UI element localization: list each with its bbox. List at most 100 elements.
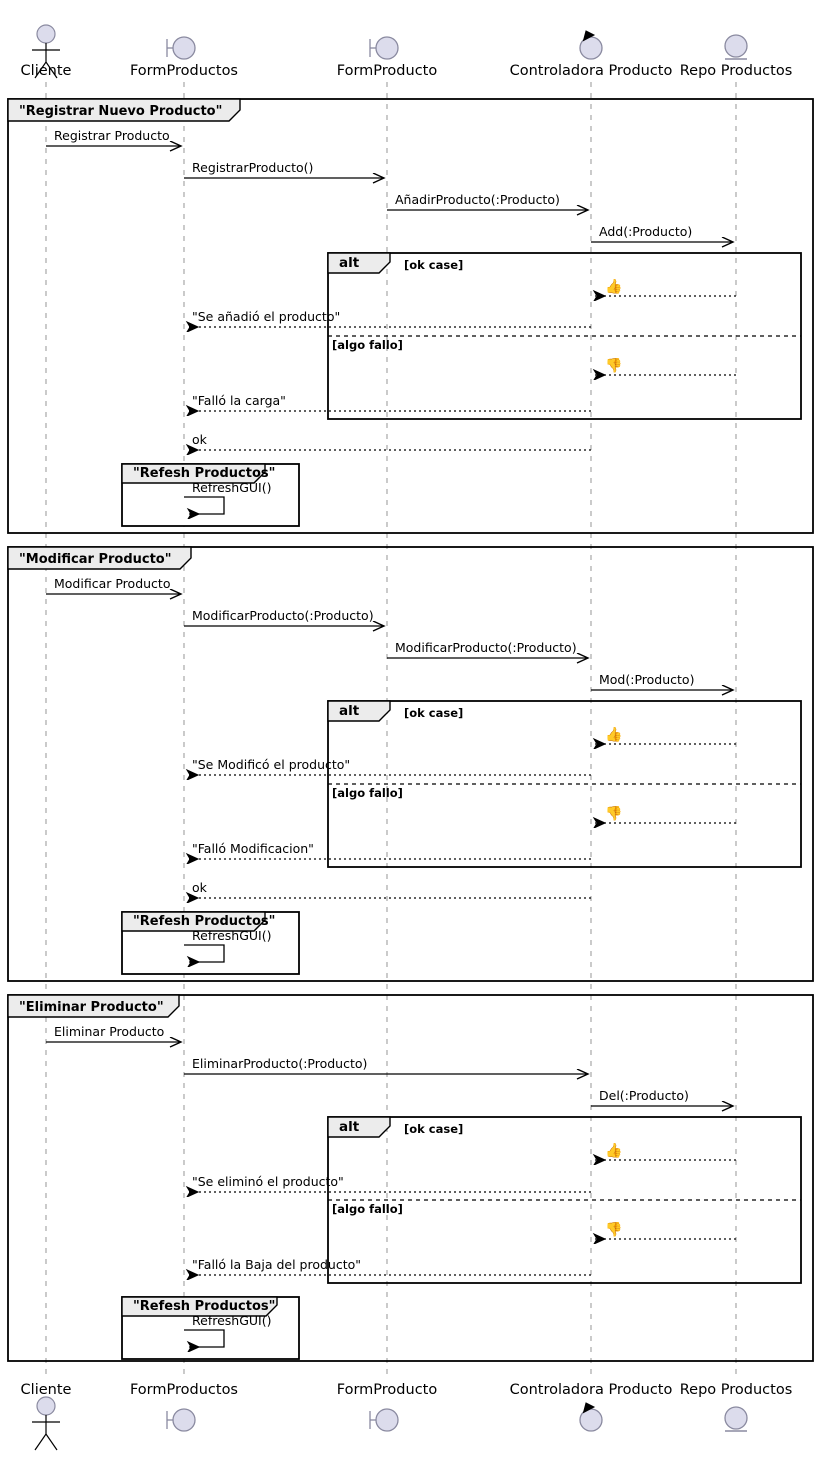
participant-head-controladora[interactable]: Controladora Producto <box>510 30 673 79</box>
nested-fragment-registrar: "Refesh Productos" <box>121 463 300 527</box>
alt-message-modificar-0-0-thumbs-up-icon: 👍 <box>605 726 622 743</box>
fragment-modificar-label: "Modificar Producto" <box>19 552 172 567</box>
fragment-modificar-post-messages: ok <box>188 880 591 898</box>
nested-modificar-self-loop <box>184 944 225 962</box>
actor-head-icon <box>36 24 56 44</box>
message-registrar-2-label: AñadirProducto(:Producto) <box>395 192 560 207</box>
control-arrow-icon <box>582 30 596 42</box>
nested-eliminar-label: "Refesh Productos" <box>133 1299 275 1314</box>
fragment-registrar-label: "Registrar Nuevo Producto" <box>19 104 222 119</box>
thumbs-down-emoji: 👎 <box>605 805 622 822</box>
alt-message-registrar-1-0-thumbs-down-icon: 👎 <box>605 357 622 374</box>
thumbs-up-emoji: 👍 <box>605 278 622 295</box>
entity-circle-icon <box>724 34 748 58</box>
alt-eliminar-section-1-messages: 👎"Falló la Baja del producto" <box>188 1221 736 1275</box>
fragment-modificar: "Modificar Producto" <box>7 546 814 982</box>
nested-eliminar-header-shape <box>121 1296 278 1317</box>
alt-modificar-label: alt <box>339 703 360 719</box>
boundary-circle-icon <box>172 1408 196 1432</box>
participant-footer-label-repo: Repo Productos <box>680 1382 793 1398</box>
message-registrar-0-label: Registrar Producto <box>54 128 170 143</box>
alt-message-modificar-1-1-label: "Falló Modificacion" <box>192 841 314 856</box>
alt-registrar-header-shape <box>327 252 391 274</box>
participant-head-formproducto[interactable]: FormProducto <box>337 36 438 79</box>
alt-fragment-registrar: alt[ok case][algo fallo] <box>327 252 802 420</box>
nested-eliminar-self-label: RefreshGUI() <box>192 1313 271 1328</box>
alt-fragment-eliminar: alt[ok case][algo fallo] <box>327 1116 802 1284</box>
fragment-registrar-messages: Registrar ProductoRegistrarProducto()Aña… <box>46 128 732 242</box>
alt-eliminar-guard-0: [ok case] <box>404 1122 463 1136</box>
participant-head-repo[interactable]: Repo Productos <box>680 34 793 79</box>
actor-legs-icon <box>34 60 58 79</box>
alt-modificar-header-shape <box>327 700 391 722</box>
nested-modificar-self-label: RefreshGUI() <box>192 928 271 943</box>
thumbs-down-emoji: 👎 <box>605 1221 622 1238</box>
participant-footer-label-cliente: Cliente <box>21 1382 72 1398</box>
nested-eliminar-self-loop <box>184 1329 225 1347</box>
alt-registrar-section-1-messages: 👎 "Falló la carga" <box>188 357 736 411</box>
thumbs-up-emoji: 👍 <box>605 1142 622 1159</box>
alt-message-registrar-0-1-label: "Se añadió el producto" <box>192 309 340 324</box>
fragment-registrar-post-messages: ok <box>188 432 591 450</box>
fragment-eliminar-header-shape <box>7 994 180 1018</box>
fragment-eliminar-label: "Eliminar Producto" <box>19 1000 164 1015</box>
fragment-registrar: "Registrar Nuevo Producto" <box>7 98 814 534</box>
control-arrow-icon <box>582 1402 596 1414</box>
participant-foot-repo[interactable]: Repo Productos <box>680 1382 793 1432</box>
alt-message-registrar-1-1-label: "Falló la carga" <box>192 393 286 408</box>
thumbs-down-emoji: 👎 <box>605 357 622 374</box>
nested-modificar-header-shape <box>121 911 266 932</box>
nested-modificar-label: "Refesh Productos" <box>133 914 275 929</box>
nested-registrar-self-loop <box>184 496 225 514</box>
alt-eliminar-guard-1: [algo fallo] <box>332 1202 403 1216</box>
participant-foot-formproductos[interactable]: FormProductos <box>130 1382 238 1432</box>
nested-eliminar-messages: RefreshGUI() <box>184 1313 271 1347</box>
fragment-registrar-header-shape <box>7 98 241 122</box>
alt-message-eliminar-1-0-thumbs-down-icon: 👎 <box>605 1221 622 1238</box>
fragment-eliminar: "Eliminar Producto" <box>7 994 814 1362</box>
participant-head-cliente[interactable]: Cliente <box>21 24 72 79</box>
alt-modificar-section-0-messages: 👍"Se Modificó el producto" <box>188 726 736 775</box>
participant-footer-label-formproducto: FormProducto <box>337 1382 438 1398</box>
participant-label-cliente: Cliente <box>21 63 72 79</box>
fragment-modificar-messages: Modificar ProductoModificarProducto(:Pro… <box>46 576 732 690</box>
alt-message-eliminar-0-0-thumbs-up-icon: 👍 <box>605 1142 622 1159</box>
lifelines-layer <box>45 82 737 1380</box>
participant-label-controladora: Controladora Producto <box>510 63 673 79</box>
alt-modificar-guard-0: [ok case] <box>404 706 463 720</box>
participant-footer-label-controladora: Controladora Producto <box>510 1382 673 1398</box>
fragments-layer: "Registrar Nuevo Producto"alt[ok case][a… <box>7 98 814 1362</box>
alt-fragment-modificar: alt[ok case][algo fallo] <box>327 700 802 868</box>
participant-label-formproducto: FormProducto <box>337 63 438 79</box>
actor-legs-icon <box>34 1432 58 1451</box>
boundary-circle-icon <box>172 36 196 60</box>
fragment-registrar-box <box>7 98 814 534</box>
participant-head-formproductos[interactable]: FormProductos <box>130 36 238 79</box>
nested-registrar-messages: RefreshGUI() <box>184 480 271 514</box>
alt-registrar-guard-0: [ok case] <box>404 258 463 272</box>
message-modificar-2-label: ModificarProducto(:Producto) <box>395 640 577 655</box>
fragment-modificar-header-shape <box>7 546 192 570</box>
participant-foot-controladora[interactable]: Controladora Producto <box>510 1382 673 1432</box>
entity-circle-icon <box>724 1406 748 1430</box>
participant-heads-layer: ClienteClienteFormProductosFormProductos… <box>21 24 793 1451</box>
post-message-modificar-0-label: ok <box>192 880 208 895</box>
nested-fragment-modificar: "Refesh Productos" <box>121 911 300 975</box>
alt-message-modificar-1-0-thumbs-down-icon: 👎 <box>605 805 622 822</box>
nested-registrar-self-label: RefreshGUI() <box>192 480 271 495</box>
alt-modificar-section-1-messages: 👎 "Falló Modificacion" <box>188 805 736 859</box>
participant-label-repo: Repo Productos <box>680 63 793 79</box>
participant-footer-label-formproductos: FormProductos <box>130 1382 238 1398</box>
message-registrar-3-label: Add(:Producto) <box>599 224 692 239</box>
participant-foot-cliente[interactable]: Cliente <box>21 1382 72 1451</box>
nested-registrar-header-shape <box>121 463 266 484</box>
alt-registrar-section-0-messages: 👍 "Se añadió el producto" <box>188 278 736 327</box>
nested-registrar-label: "Refesh Productos" <box>133 466 275 481</box>
message-eliminar-1-label: EliminarProducto(:Producto) <box>192 1056 367 1071</box>
fragment-eliminar-messages: Eliminar ProductoEliminarProducto(:Produ… <box>46 1024 732 1106</box>
participant-label-formproductos: FormProductos <box>130 63 238 79</box>
participant-foot-formproducto[interactable]: FormProducto <box>337 1382 438 1432</box>
fragment-eliminar-box <box>7 994 814 1362</box>
